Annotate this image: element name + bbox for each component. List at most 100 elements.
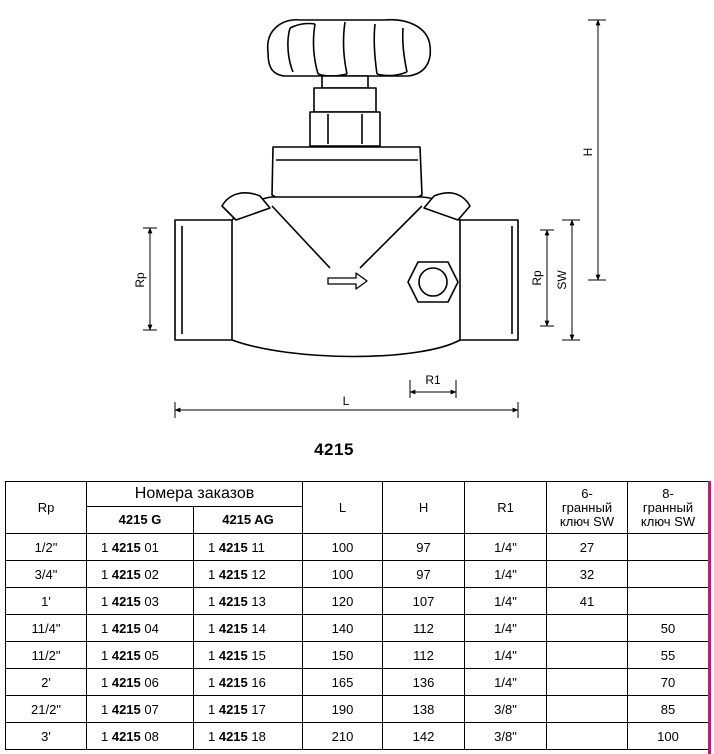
order-code-prefix: 1 <box>208 728 219 744</box>
cell-rp: 3' <box>5 722 87 750</box>
model-code-title: 4215 <box>314 440 354 459</box>
order-code-suffix: 01 <box>140 539 159 555</box>
order-code-series: 4215 <box>218 647 248 663</box>
cell-order-g: 1 4215 05 <box>86 641 194 669</box>
order-code-suffix: 13 <box>247 593 266 609</box>
cell-l: 140 <box>302 614 384 642</box>
order-code-suffix: 15 <box>247 647 266 663</box>
cell-r1: 1/4" <box>464 614 548 642</box>
cell-sw6 <box>546 614 629 642</box>
cell-rp: 1/2" <box>5 533 87 561</box>
order-code-prefix: 1 <box>101 593 112 609</box>
valve-drawing: H SW Rp Rp R1 L <box>133 18 606 418</box>
cell-sw8: 55 <box>627 641 710 669</box>
cell-rp: 3/4" <box>5 560 87 588</box>
cell-h: 97 <box>382 560 466 588</box>
order-code-prefix: 1 <box>208 701 219 717</box>
cell-rp: 11/2" <box>5 641 87 669</box>
order-code-suffix: 17 <box>247 701 266 717</box>
cell-order-g: 1 4215 06 <box>86 668 194 696</box>
order-code-prefix: 1 <box>101 647 112 663</box>
dim-label-r1: R1 <box>425 373 441 387</box>
cell-order-g: 1 4215 08 <box>86 722 194 750</box>
header-l: L <box>302 481 384 534</box>
order-code-series: 4215 <box>218 566 248 582</box>
order-code-prefix: 1 <box>101 539 112 555</box>
cell-order-ag: 1 4215 16 <box>192 668 304 696</box>
cell-order-g: 1 4215 01 <box>86 533 194 561</box>
cell-l: 210 <box>302 722 384 750</box>
cell-sw8: 50 <box>627 614 710 642</box>
cell-sw6 <box>546 695 629 723</box>
cell-order-g: 1 4215 02 <box>86 560 194 588</box>
order-code-prefix: 1 <box>208 593 219 609</box>
cell-l: 150 <box>302 641 384 669</box>
order-code-suffix: 08 <box>140 728 159 744</box>
cell-sw8: 85 <box>627 695 710 723</box>
cell-rp: 2' <box>5 668 87 696</box>
cell-sw8: 70 <box>627 668 710 696</box>
order-code-prefix: 1 <box>208 674 219 690</box>
cell-order-ag: 1 4215 17 <box>192 695 304 723</box>
order-code-series: 4215 <box>111 593 141 609</box>
cell-order-ag: 1 4215 13 <box>192 587 304 615</box>
order-code-suffix: 12 <box>247 566 266 582</box>
order-code-series: 4215 <box>218 539 248 555</box>
order-code-suffix: 06 <box>140 674 159 690</box>
cell-order-ag: 1 4215 18 <box>192 722 304 750</box>
cell-sw6: 41 <box>546 587 629 615</box>
order-code-prefix: 1 <box>101 620 112 636</box>
cell-l: 120 <box>302 587 384 615</box>
order-code-suffix: 11 <box>247 539 265 555</box>
order-code-prefix: 1 <box>101 701 112 717</box>
accent-edge-bar <box>708 481 711 754</box>
cell-order-g: 1 4215 03 <box>86 587 194 615</box>
cell-sw8 <box>627 587 710 615</box>
cell-order-ag: 1 4215 11 <box>192 533 304 561</box>
order-code-series: 4215 <box>218 701 248 717</box>
handwheel-shape <box>267 18 432 77</box>
cell-l: 165 <box>302 668 384 696</box>
header-r1: R1 <box>464 481 548 534</box>
order-code-suffix: 18 <box>247 728 266 744</box>
cell-h: 138 <box>382 695 466 723</box>
cell-h: 112 <box>382 641 466 669</box>
cell-l: 100 <box>302 560 384 588</box>
cell-r1: 1/4" <box>464 587 548 615</box>
cell-h: 97 <box>382 533 466 561</box>
cell-l: 190 <box>302 695 384 723</box>
header-sw6: 6- гранный ключ SW <box>546 481 629 534</box>
cell-sw8 <box>627 533 710 561</box>
order-code-prefix: 1 <box>208 539 219 555</box>
order-code-series: 4215 <box>218 593 248 609</box>
cell-sw8: 100 <box>627 722 710 750</box>
order-code-prefix: 1 <box>101 566 112 582</box>
valve-body-shape <box>174 196 519 358</box>
order-code-suffix: 07 <box>140 701 159 717</box>
order-code-series: 4215 <box>111 647 141 663</box>
cell-sw6 <box>546 641 629 669</box>
order-code-series: 4215 <box>111 701 141 717</box>
cell-rp: 1' <box>5 587 87 615</box>
order-code-series: 4215 <box>218 674 248 690</box>
cell-r1: 3/8" <box>464 722 548 750</box>
cell-h: 112 <box>382 614 466 642</box>
order-code-prefix: 1 <box>101 728 112 744</box>
order-code-series: 4215 <box>111 539 141 555</box>
cell-h: 107 <box>382 587 466 615</box>
header-rp: Rp <box>5 481 87 534</box>
cell-h: 142 <box>382 722 466 750</box>
order-code-series: 4215 <box>111 728 141 744</box>
cell-r1: 1/4" <box>464 668 548 696</box>
cell-order-g: 1 4215 07 <box>86 695 194 723</box>
order-code-prefix: 1 <box>208 647 219 663</box>
dim-label-h: H <box>581 148 595 157</box>
header-4215-g: 4215 G <box>86 506 194 534</box>
order-code-series: 4215 <box>111 620 141 636</box>
